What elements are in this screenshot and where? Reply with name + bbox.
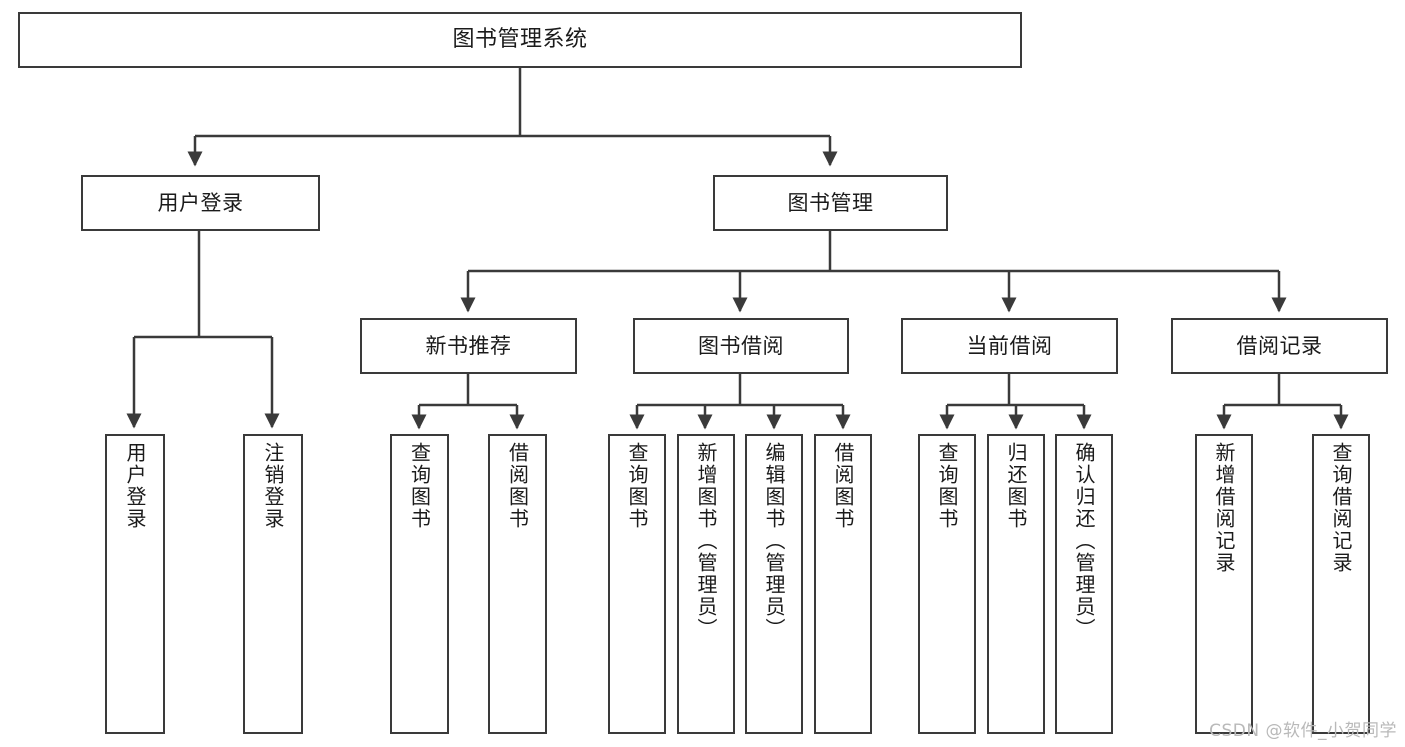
leaf-borrow-query-book-label: 查询图书	[625, 442, 649, 530]
leaf-borrow-add-book[interactable]: 新增图书（管理员）	[677, 434, 735, 734]
leaf-borrow-borrow-book[interactable]: 借阅图书	[814, 434, 872, 734]
leaf-borrow-edit-book-label: 编辑图书（管理员）	[762, 442, 786, 640]
node-root-label: 图书管理系统	[452, 27, 588, 53]
leaf-new-book-borrow[interactable]: 借阅图书	[488, 434, 547, 734]
leaf-current-query-book-label: 查询图书	[935, 442, 959, 530]
leaf-record-query-label: 查询借阅记录	[1329, 442, 1353, 574]
node-new-book-recommend[interactable]: 新书推荐	[360, 318, 577, 374]
leaf-borrow-borrow-book-label: 借阅图书	[831, 442, 855, 530]
node-new-book-recommend-label: 新书推荐	[425, 333, 512, 358]
node-user-login-label: 用户登录	[157, 190, 244, 215]
leaf-current-return-book[interactable]: 归还图书	[987, 434, 1045, 734]
node-book-manage[interactable]: 图书管理	[713, 175, 948, 231]
node-borrow-record-label: 借阅记录	[1236, 333, 1323, 358]
node-borrow-record[interactable]: 借阅记录	[1171, 318, 1388, 374]
node-book-borrow-label: 图书借阅	[698, 333, 784, 358]
node-book-borrow[interactable]: 图书借阅	[633, 318, 849, 374]
node-current-borrow-label: 当前借阅	[966, 333, 1053, 358]
leaf-user-login-login[interactable]: 用户登录	[105, 434, 165, 734]
leaf-user-login-login-label: 用户登录	[123, 442, 147, 530]
leaf-new-book-query[interactable]: 查询图书	[390, 434, 449, 734]
leaf-user-login-logout[interactable]: 注销登录	[243, 434, 303, 734]
node-book-manage-label: 图书管理	[787, 190, 874, 215]
node-current-borrow[interactable]: 当前借阅	[901, 318, 1118, 374]
leaf-record-query[interactable]: 查询借阅记录	[1312, 434, 1370, 734]
leaf-user-login-logout-label: 注销登录	[261, 442, 285, 530]
leaf-record-add[interactable]: 新增借阅记录	[1195, 434, 1253, 734]
leaf-current-query-book[interactable]: 查询图书	[918, 434, 976, 734]
leaf-borrow-edit-book[interactable]: 编辑图书（管理员）	[745, 434, 803, 734]
node-user-login[interactable]: 用户登录	[81, 175, 320, 231]
leaf-new-book-borrow-label: 借阅图书	[505, 442, 530, 530]
leaf-borrow-query-book[interactable]: 查询图书	[608, 434, 666, 734]
leaf-record-add-label: 新增借阅记录	[1212, 442, 1236, 574]
leaf-borrow-add-book-label: 新增图书（管理员）	[694, 442, 718, 640]
leaf-current-confirm-return-label: 确认归还（管理员）	[1072, 442, 1096, 640]
node-root[interactable]: 图书管理系统	[18, 12, 1022, 68]
leaf-current-return-book-label: 归还图书	[1004, 442, 1028, 530]
leaf-current-confirm-return[interactable]: 确认归还（管理员）	[1055, 434, 1113, 734]
leaf-new-book-query-label: 查询图书	[407, 442, 432, 530]
